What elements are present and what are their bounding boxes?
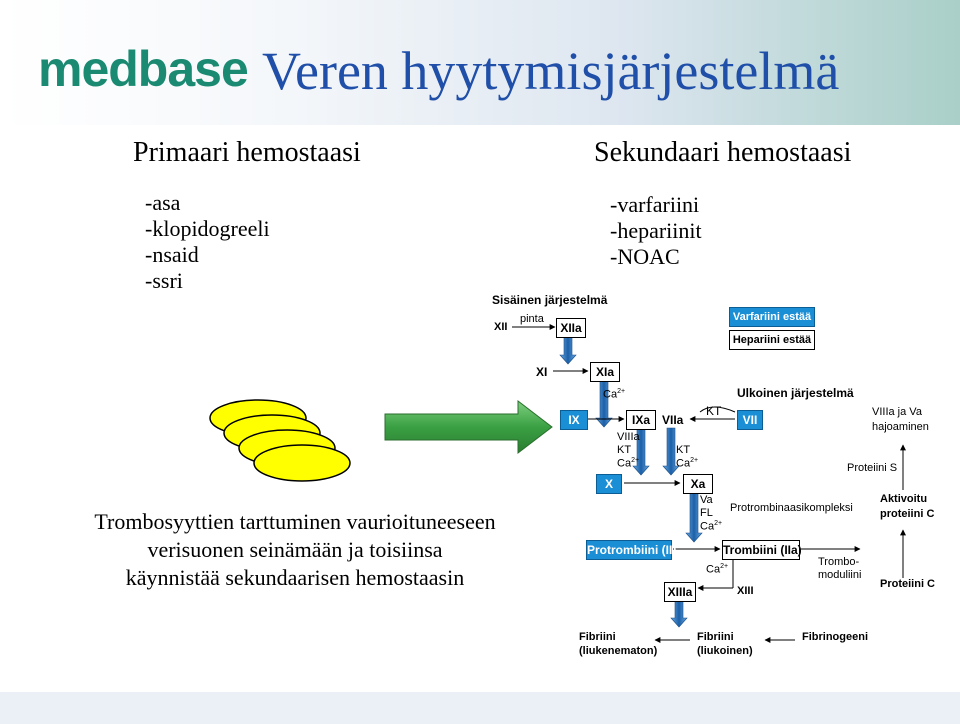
header-band (0, 0, 960, 125)
blue-down-arrow-icon (685, 491, 703, 543)
factor-xia: XIa (590, 362, 620, 382)
platelet-icon (253, 444, 351, 482)
proteiini-c-label: Proteiini C (880, 578, 936, 590)
fibriini-insoluble: Fibriini (579, 631, 616, 643)
secondary-drug-list: -varfariini -hepariinit -NOAC (610, 192, 702, 270)
extrinsic-title: Ulkoinen järjestelmä (737, 386, 854, 400)
factor-viia: VIIa (662, 413, 684, 427)
blue-down-arrow-icon (632, 427, 650, 476)
factor-xa: Xa (683, 474, 713, 494)
fibriini-soluble: Fibriini (697, 631, 734, 643)
fl-label: FL (700, 507, 713, 519)
intrinsic-title: Sisäinen järjestelmä (492, 293, 608, 307)
footer-band (0, 692, 960, 724)
trombomoduliini-label: moduliini (818, 569, 862, 581)
protrombiini-box: Protrombiini (II) (586, 540, 676, 560)
factor-xi: XI (536, 365, 548, 379)
trombomoduliini-label: Trombo- (818, 556, 860, 568)
protein-s-label: Proteiini S (847, 462, 898, 474)
factor-x: X (596, 474, 622, 494)
primary-drug-list: -asa -klopidogreeli -nsaid -ssri (145, 190, 270, 294)
legend-heparin: Hepariini estää (729, 330, 815, 350)
platelet-cluster (209, 399, 351, 482)
factor-xiiia: XIIIa (664, 582, 696, 602)
aktivoitu-label: proteiini C (880, 508, 935, 520)
blue-down-arrow-icon (559, 336, 577, 365)
factor-xiia: XIIa (556, 318, 586, 338)
drug-item: -varfariini (610, 192, 700, 217)
va-label: Va (700, 494, 713, 506)
caption-line: Trombosyyttien tarttuminen vaurioitunees… (94, 509, 496, 534)
legend-warfarin: Varfariini estää (729, 307, 815, 327)
secondary-heading: Sekundaari hemostaasi (594, 137, 852, 168)
factor-ixa: IXa (626, 410, 656, 430)
page-title: Veren hyytymisjärjestelmä (262, 41, 840, 101)
drug-item: -ssri (145, 268, 183, 293)
surface-label: pinta (520, 313, 544, 325)
protrombinaasikompleksi-label: Protrombinaasikompleksi (730, 502, 853, 514)
drug-item: -asa (145, 190, 181, 215)
primary-heading: Primaari hemostaasi (133, 137, 361, 168)
kt-label: KT (676, 444, 691, 456)
blue-down-arrow-icon (595, 379, 613, 428)
kt-label: KT (617, 444, 632, 456)
factor-xiii: XIII (737, 585, 754, 597)
ca-label: Ca2+ (700, 520, 723, 533)
hajoaminen-label: hajoaminen (872, 421, 929, 433)
ca-label: Ca2+ (676, 457, 699, 470)
ca-label: Ca2+ (706, 563, 729, 576)
viiia-va-label: VIIIa ja Va (872, 406, 922, 418)
fibrinogeeni-label: Fibrinogeeni (802, 631, 868, 643)
drug-item: -hepariinit (610, 218, 702, 243)
drug-item: -NOAC (610, 244, 680, 269)
ca-label: Ca2+ (617, 457, 640, 470)
medbase-logo: medbase (38, 41, 249, 97)
primary-caption: Trombosyyttien tarttuminen vaurioitunees… (60, 508, 530, 592)
drug-item: -klopidogreeli (145, 216, 270, 241)
trombiini-box: Trombiini (IIa) (722, 540, 802, 560)
blue-down-arrow-icon (662, 427, 680, 476)
kt-label: KT (706, 404, 722, 418)
drug-item: -nsaid (145, 242, 199, 267)
viiia-label: VIIIa (617, 431, 640, 443)
fibriini-soluble: (liukoinen) (697, 645, 753, 657)
ca-label: Ca2+ (603, 388, 626, 401)
fibriini-insoluble: (liukenematon) (579, 645, 658, 657)
green-arrow-icon (384, 399, 553, 455)
blue-down-arrow-icon (670, 599, 688, 628)
caption-line: käynnistää sekundaarisen hemostaasin (125, 565, 465, 590)
caption-line: verisuonen seinämään ja toisiinsa (147, 537, 443, 562)
factor-ix: IX (560, 410, 588, 430)
aktivoitu-label: Aktivoitu (880, 493, 928, 505)
factor-vii: VII (737, 410, 763, 430)
factor-xii: XII (494, 321, 508, 333)
